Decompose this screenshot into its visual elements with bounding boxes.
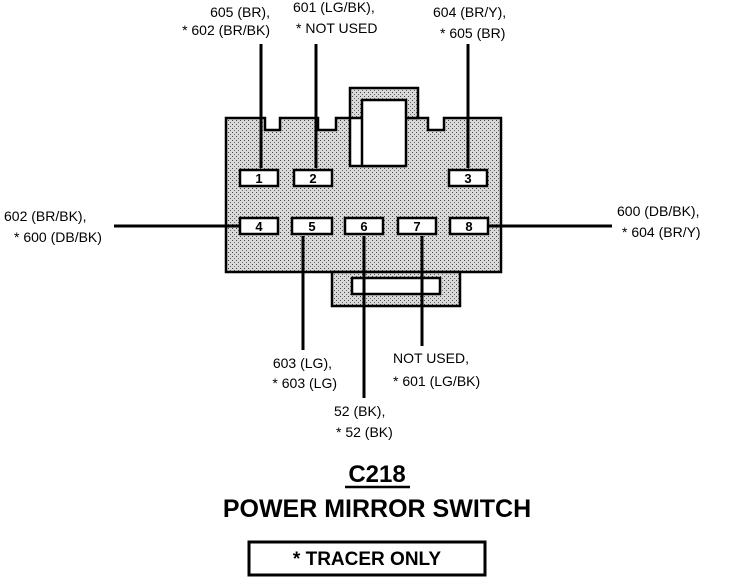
pin-3: 3 [447, 168, 489, 188]
pin-3-label-line-1: 604 (BR/Y), [433, 4, 506, 20]
pin-4-label-line-2: * 600 (DB/BK) [14, 229, 102, 245]
pin-2: 2 [292, 168, 334, 188]
pin-1-label-line-1: 605 (BR), [210, 4, 270, 20]
pin-2-label-line-1: 601 (LG/BK), [293, 0, 375, 15]
pin-6: 6 [343, 216, 385, 236]
pin-number-1: 1 [255, 171, 262, 186]
pin-number-6: 6 [360, 219, 367, 234]
tracer-note-text: * TRACER ONLY [293, 549, 441, 570]
pin-7: 7 [396, 216, 438, 236]
pin-4-label-line-1: 602 (BR/BK), [4, 208, 86, 224]
pin-cavities: 1 2 3 4 5 6 7 8 [238, 168, 490, 236]
pin-1-label-line-2: * 602 (BR/BK) [182, 22, 270, 38]
pin-5-label-line-1: 603 (LG), [273, 355, 332, 371]
pin-6-label-line-2: * 52 (BK) [336, 424, 393, 440]
pin-7-label-line-2: * 601 (LG/BK) [393, 373, 480, 389]
pin-number-7: 7 [413, 219, 420, 234]
pin-8-label-line-1: 600 (DB/BK), [617, 203, 699, 219]
pin-8-label-line-2: * 604 (BR/Y) [622, 224, 701, 240]
pin-number-4: 4 [255, 219, 263, 234]
pin-number-2: 2 [309, 171, 316, 186]
pin-1: 1 [238, 168, 280, 188]
pin-7-label-line-1: NOT USED, [393, 350, 469, 366]
pin-number-8: 8 [465, 219, 472, 234]
tracer-note: * TRACER ONLY [247, 540, 487, 577]
connector-name: POWER MIRROR SWITCH [223, 495, 531, 523]
wires [114, 44, 612, 398]
pin-2-label-line-2: * NOT USED [296, 20, 377, 36]
wire-labels: 605 (BR), * 602 (BR/BK) 601 (LG/BK), * N… [4, 0, 701, 440]
pin-5: 5 [290, 216, 334, 236]
pin-3-label-line-2: * 605 (BR) [440, 25, 505, 41]
connector-id: C218 [348, 461, 405, 488]
pin-5-label-line-2: * 603 (LG) [272, 375, 337, 391]
pin-4: 4 [238, 216, 280, 236]
pin-6-label-line-1: 52 (BK), [334, 403, 385, 419]
pin-number-5: 5 [308, 219, 315, 234]
pin-8: 8 [448, 216, 490, 236]
pin-number-3: 3 [464, 171, 471, 186]
